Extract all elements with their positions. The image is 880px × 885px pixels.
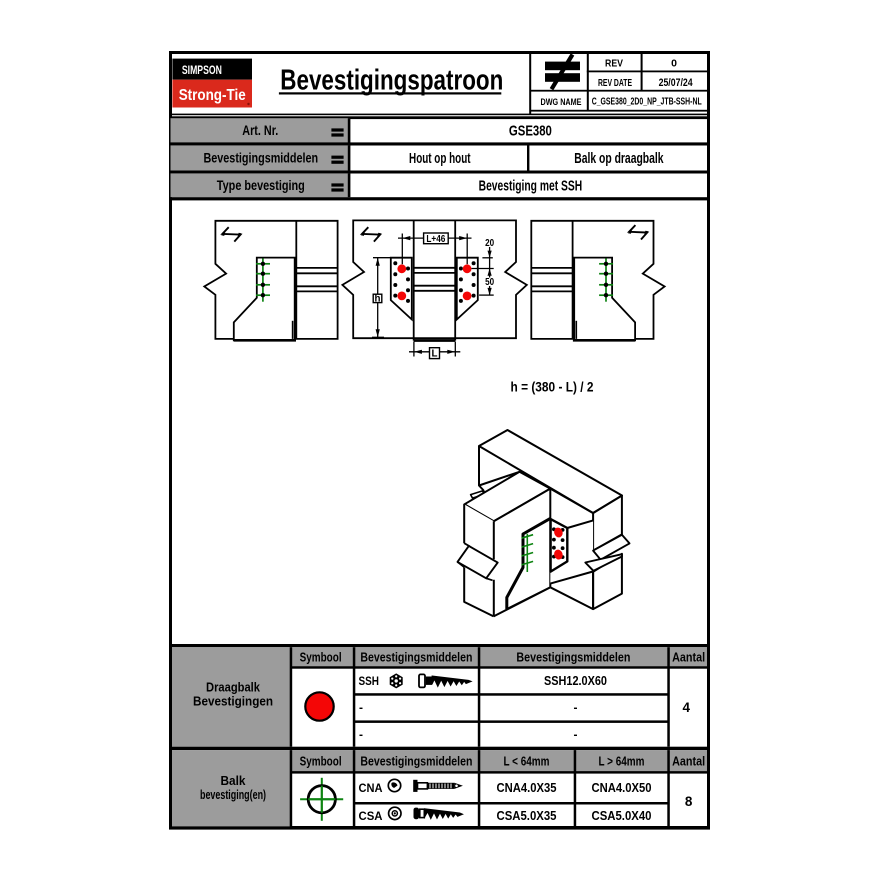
svg-text:CNA: CNA <box>359 781 383 795</box>
svg-text:Art. Nr.: Art. Nr. <box>242 123 278 138</box>
svg-text:SIMPSON: SIMPSON <box>182 65 222 77</box>
svg-text:Hout op hout: Hout op hout <box>409 150 471 167</box>
svg-text:REV DATE: REV DATE <box>598 77 632 89</box>
svg-text:L: L <box>432 349 438 360</box>
svg-text:Bevestiging met SSH: Bevestiging met SSH <box>479 177 583 194</box>
svg-text:REV: REV <box>605 58 623 70</box>
svg-text:Balk: Balk <box>221 774 246 788</box>
svg-text:Bevestigingsmiddelen: Bevestigingsmiddelen <box>204 151 319 166</box>
svg-text:bevestiging(en): bevestiging(en) <box>200 788 266 802</box>
svg-text:h: h <box>375 293 381 304</box>
svg-text:Symbool: Symbool <box>300 650 342 665</box>
svg-text:CSA5.0X35: CSA5.0X35 <box>497 809 557 823</box>
svg-text:-: - <box>574 701 578 715</box>
svg-text:SSH: SSH <box>359 674 380 688</box>
svg-text:8: 8 <box>685 794 693 809</box>
svg-text:DWG NAME: DWG NAME <box>541 97 582 108</box>
svg-text:Bevestigingen: Bevestigingen <box>193 695 273 709</box>
svg-text:CSA: CSA <box>359 809 383 823</box>
svg-text:CNA4.0X50: CNA4.0X50 <box>592 781 652 795</box>
svg-text:CSA5.0X40: CSA5.0X40 <box>592 809 652 823</box>
svg-text:25/07/24: 25/07/24 <box>659 77 694 89</box>
svg-text:Bevestigingsmiddelen: Bevestigingsmiddelen <box>360 650 472 665</box>
svg-text:Bevestigingsmiddelen: Bevestigingsmiddelen <box>516 650 630 665</box>
svg-text:SSH12.0X60: SSH12.0X60 <box>544 674 607 688</box>
svg-text:Bevestigingsmiddelen: Bevestigingsmiddelen <box>360 754 472 769</box>
svg-text:-: - <box>359 728 363 742</box>
svg-text:L < 64mm: L < 64mm <box>504 754 550 769</box>
svg-text:Strong-Tie: Strong-Tie <box>179 87 246 104</box>
svg-text:Symbool: Symbool <box>300 754 342 769</box>
svg-text:Draagbalk: Draagbalk <box>206 681 260 695</box>
svg-text:Aantal: Aantal <box>672 650 705 665</box>
svg-text:L > 64mm: L > 64mm <box>599 754 645 769</box>
svg-text:Type bevestiging: Type bevestiging <box>217 178 305 193</box>
svg-text:-: - <box>359 701 363 715</box>
svg-text:Bevestigingspatroon: Bevestigingspatroon <box>280 64 503 96</box>
svg-text:h = (380 - L) / 2: h = (380 - L) / 2 <box>511 380 594 395</box>
svg-text:GSE380: GSE380 <box>509 122 552 139</box>
svg-text:50: 50 <box>485 277 494 288</box>
svg-text:20: 20 <box>485 238 494 249</box>
svg-text:C_GSE380_2D0_NP_JTB-SSH-NL: C_GSE380_2D0_NP_JTB-SSH-NL <box>592 97 702 108</box>
svg-text:L+46: L+46 <box>426 234 445 245</box>
svg-text:4: 4 <box>682 700 690 715</box>
svg-text:Aantal: Aantal <box>672 754 705 769</box>
svg-text:-: - <box>574 728 578 742</box>
svg-text:CNA4.0X35: CNA4.0X35 <box>497 781 557 795</box>
svg-text:Balk op draagbalk: Balk op draagbalk <box>574 150 664 167</box>
svg-text:0: 0 <box>671 58 677 70</box>
